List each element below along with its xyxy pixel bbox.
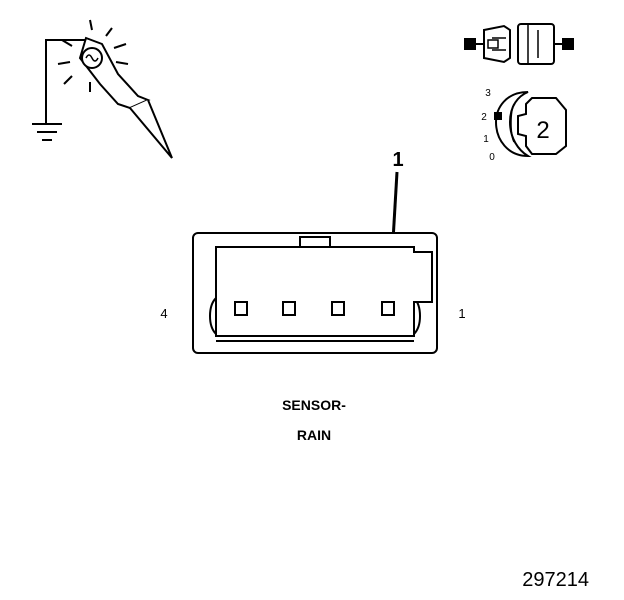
ignition-position-2: 2 (481, 112, 487, 123)
ignition-position-1: 1 (483, 134, 489, 145)
pin-label-right: 1 (458, 306, 465, 321)
ignition-position-0: 0 (489, 152, 495, 163)
ignition-position-3: 3 (485, 88, 491, 99)
component-name-line2: RAIN (297, 427, 331, 443)
test-light-probe-icon (32, 19, 173, 159)
disconnected-connector-icon (464, 23, 574, 65)
four-pin-connector-face-icon (192, 232, 438, 354)
connector-pin (381, 301, 395, 316)
figure-number: 297214 (522, 569, 589, 591)
ignition-key-label: 2 (536, 117, 549, 144)
ground-symbol-icon (32, 123, 62, 141)
callout-number: 1 (392, 149, 403, 171)
connector-pin (331, 301, 345, 316)
connector-pin (282, 301, 296, 316)
pin-label-left: 4 (160, 306, 167, 321)
ignition-key-icon: 2 3 2 1 0 (481, 88, 567, 163)
component-name-line1: SENSOR- (282, 397, 346, 413)
connector-pin (234, 301, 248, 316)
